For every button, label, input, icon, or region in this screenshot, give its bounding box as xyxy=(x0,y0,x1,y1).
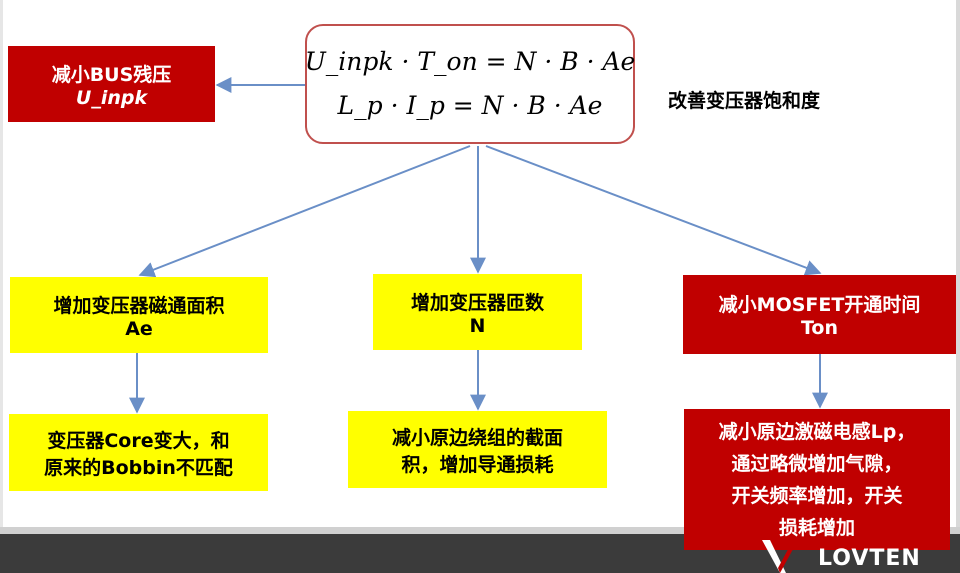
logo-mark-icon xyxy=(762,540,798,573)
n-result-line-1: 减小原边绕组的截面 xyxy=(391,426,563,449)
n-result-line-2: 积，增加导通损耗 xyxy=(401,453,554,476)
ae-result-line-2: 原来的Bobbin不匹配 xyxy=(44,456,233,479)
ton-result-line-1: 减小原边激磁电感Lp， xyxy=(718,420,916,443)
n-box-title: 增加变压器匝数 xyxy=(410,291,544,314)
arrow-to-ton-branch xyxy=(485,145,822,276)
switching-loss-box: 减小原边激磁电感Lp， 通过略微增加气隙， 开关频率增加，开关 损耗增加 xyxy=(684,409,950,550)
bus-box-symbol: U_inpk xyxy=(75,86,148,109)
formula-line-2: L_p · I_p = N · B · Ae xyxy=(337,91,603,120)
formula-box: U_inpk · T_on = N · B · Ae L_p · I_p = N… xyxy=(305,24,635,144)
ton-result-line-4: 损耗增加 xyxy=(778,516,855,539)
ton-box-title: 减小MOSFET开通时间 xyxy=(718,294,921,316)
winding-loss-box: 减小原边绕组的截面 积，增加导通损耗 xyxy=(348,411,607,488)
slide-right-edge xyxy=(956,0,960,573)
bus-box-title: 减小BUS残压 xyxy=(51,63,172,86)
brand-logo: LOVTEN xyxy=(818,546,921,571)
footer-highlight xyxy=(0,527,960,534)
ton-result-line-3: 开关频率增加，开关 xyxy=(731,484,903,507)
ton-result-line-2: 通过略微增加气隙， xyxy=(731,452,903,475)
arrow-to-ae-branch xyxy=(138,145,471,278)
ae-box-symbol: Ae xyxy=(125,317,153,340)
core-mismatch-box: 变压器Core变大，和 原来的Bobbin不匹配 xyxy=(9,414,268,491)
slide-left-edge xyxy=(0,0,3,573)
improve-saturation-label: 改善变压器饱和度 xyxy=(668,90,821,112)
increase-turns-box: 增加变压器匝数 N xyxy=(373,274,582,350)
reduce-bus-voltage-box: 减小BUS残压 U_inpk xyxy=(8,46,215,122)
formula-line-1: U_inpk · T_on = N · B · Ae xyxy=(304,47,636,76)
ae-box-title: 增加变压器磁通面积 xyxy=(53,294,225,317)
ae-result-line-1: 变压器Core变大，和 xyxy=(47,429,230,452)
n-box-symbol: N xyxy=(469,314,486,337)
ton-box-symbol: Ton xyxy=(800,317,839,339)
reduce-ton-box: 减小MOSFET开通时间 Ton xyxy=(683,275,956,354)
increase-core-area-box: 增加变压器磁通面积 Ae xyxy=(10,277,268,353)
